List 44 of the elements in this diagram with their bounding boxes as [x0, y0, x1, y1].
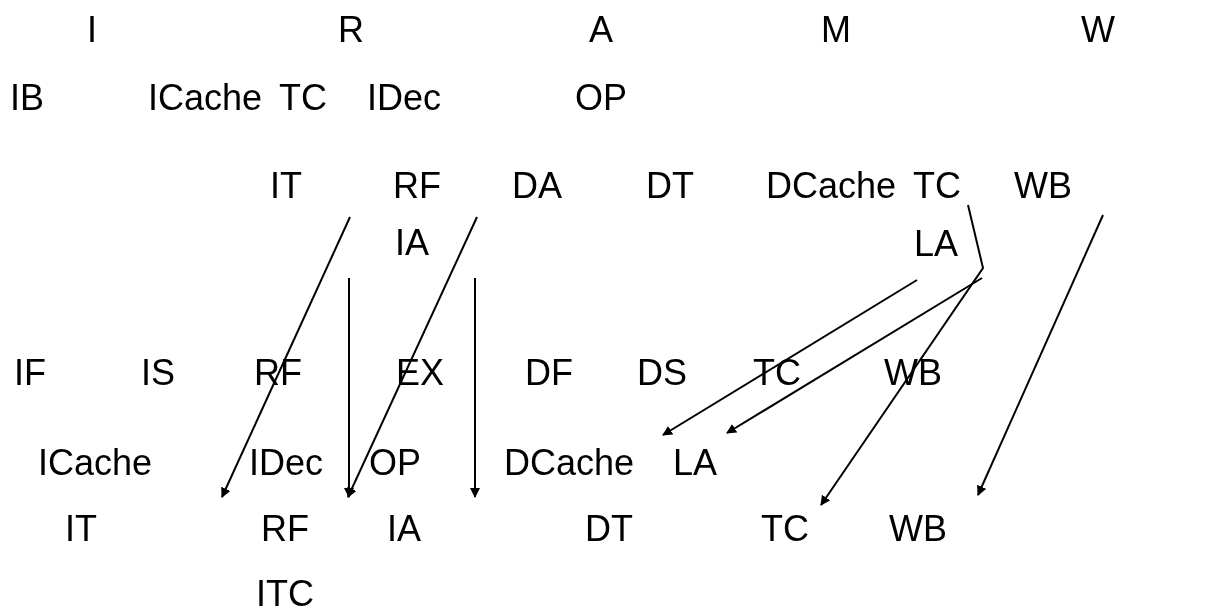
stage-label: RF — [393, 168, 441, 204]
stage-label: ICache — [147, 80, 263, 116]
stage-label: DF — [525, 355, 573, 391]
stage-label: DCache — [503, 445, 635, 481]
stage-label: IA — [387, 511, 421, 547]
stage-label: W — [1081, 12, 1115, 48]
stage-label: M — [821, 12, 851, 48]
stage-label: DA — [512, 168, 562, 204]
stage-label: A — [589, 12, 613, 48]
arrow — [820, 204, 985, 506]
stage-label: TC — [913, 168, 961, 204]
stage-label: IF — [14, 355, 46, 391]
stage-label: DCache — [765, 168, 897, 204]
stage-label: TC — [761, 511, 809, 547]
stage-label: WB — [889, 511, 947, 547]
stage-label: OP — [575, 80, 627, 116]
stage-label: IA — [395, 225, 429, 261]
stage-label: IS — [141, 355, 175, 391]
stage-label: IB — [10, 80, 44, 116]
stage-label: TC — [753, 355, 801, 391]
stage-label: TC — [279, 80, 327, 116]
stage-label: ICache — [37, 445, 153, 481]
stage-label: IT — [65, 511, 97, 547]
stage-label: IDec — [249, 445, 323, 481]
stage-label: I — [87, 12, 97, 48]
stage-label: R — [338, 12, 364, 48]
arrow — [662, 279, 918, 436]
arrow — [221, 216, 351, 498]
stage-label: OP — [369, 445, 421, 481]
stage-label: WB — [1014, 168, 1072, 204]
stage-label: LA — [914, 226, 958, 262]
stage-label: DT — [646, 168, 694, 204]
arrow — [347, 216, 478, 498]
stage-label: IDec — [367, 80, 441, 116]
arrow — [344, 277, 354, 498]
stage-label: DT — [585, 511, 633, 547]
stage-label: RF — [261, 511, 309, 547]
stage-label: ITC — [256, 576, 314, 611]
arrow — [726, 277, 983, 434]
stage-label: IT — [270, 168, 302, 204]
stage-label: LA — [673, 445, 717, 481]
arrow — [977, 214, 1104, 496]
stage-label: DS — [637, 355, 687, 391]
arrow — [470, 277, 480, 498]
